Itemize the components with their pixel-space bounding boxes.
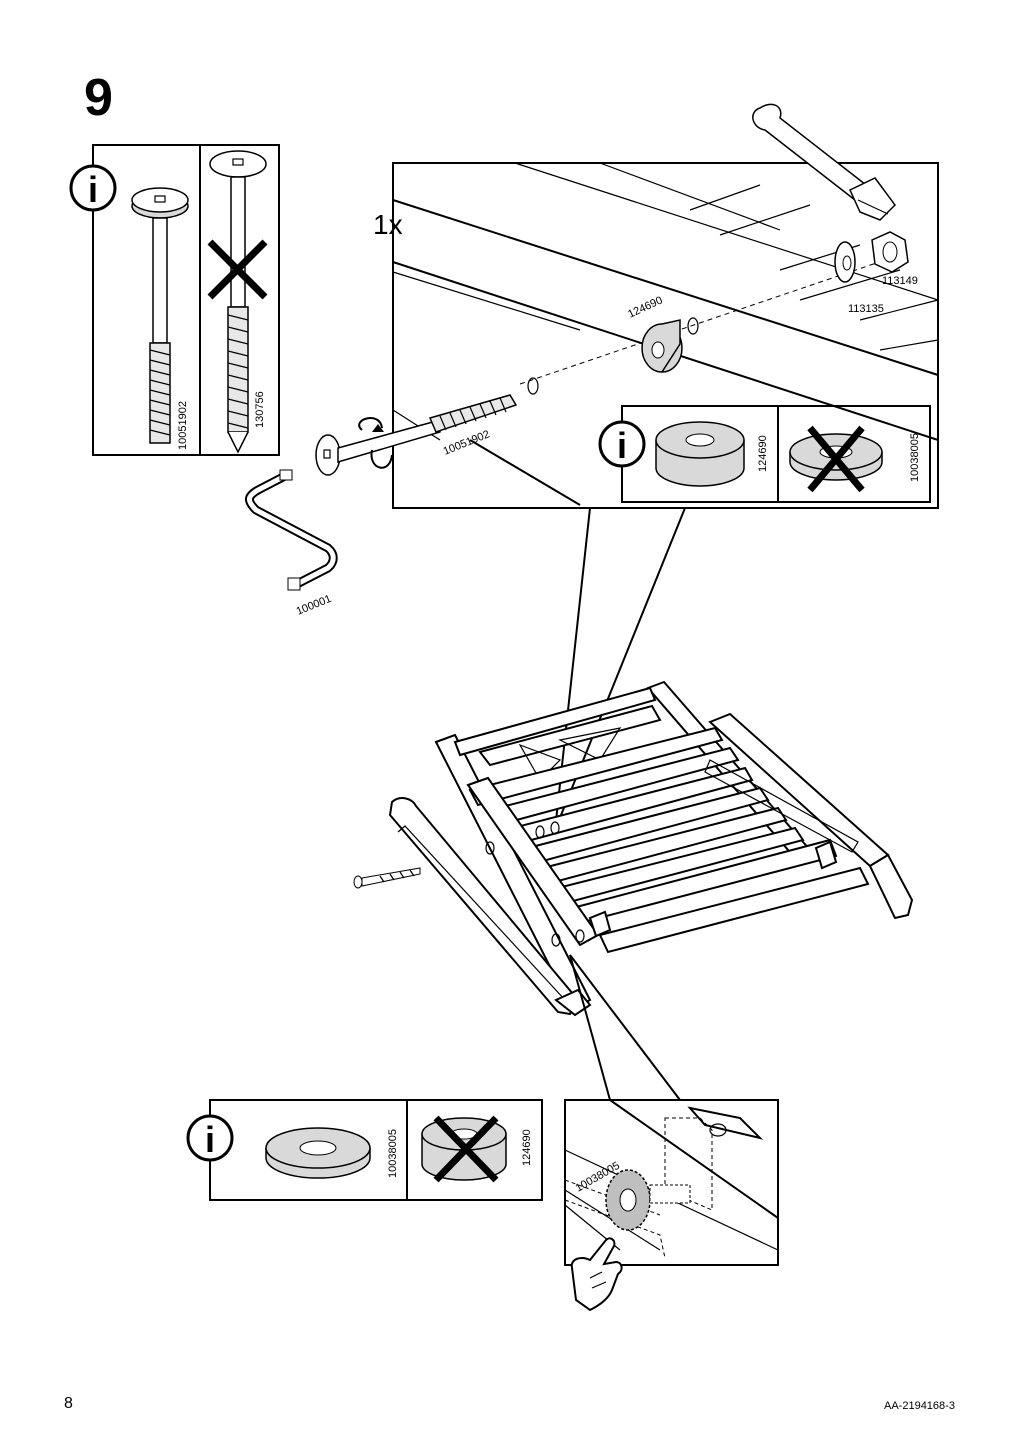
multiplier-label: 1x [373, 209, 403, 240]
nut-icon [871, 231, 909, 273]
washer-icon [834, 241, 856, 283]
washer-label: 113135 [848, 303, 884, 315]
cross-mark-icon [433, 1115, 499, 1183]
spacer-thick-icon [655, 421, 745, 487]
info-box-washer: i 10038005 124690 [0, 0, 543, 1201]
wrench-icon [752, 103, 896, 221]
pointing-hand-icon [570, 1237, 623, 1312]
detail-box-bottom: 10038005 [0, 0, 779, 1312]
washer-thin-icon [605, 1169, 651, 1231]
svg-text:i: i [205, 1119, 215, 1160]
chair-assembly-drawing [0, 0, 914, 1101]
info-box-spacer: i 124690 10038005 [0, 0, 931, 503]
washer-thin-icon [789, 433, 883, 481]
allen-key-icon [245, 469, 338, 591]
svg-text:i: i [617, 425, 627, 466]
bolt-correct-icon [131, 187, 189, 444]
cross-mark-icon [807, 425, 865, 493]
document-code: AA-2194168-3 [884, 1400, 955, 1412]
spacer-icon [641, 319, 683, 373]
bolt-wrong-label: 130756 [254, 391, 266, 428]
info-bottom-correct-label: 10038005 [387, 1129, 399, 1178]
bolt-detail-icon [315, 394, 518, 476]
bolt-correct-label: 10051902 [177, 401, 189, 450]
svg-text:i: i [88, 169, 98, 210]
info-icon: i [186, 1114, 234, 1162]
info-top-wrong-label: 10038005 [909, 433, 921, 482]
detail-box-top: 124690 113135 113149 [0, 0, 939, 831]
page-number: 8 [64, 1395, 73, 1412]
nut-label: 113149 [882, 275, 918, 287]
info-top-correct-label: 124690 [757, 435, 769, 472]
info-bottom-wrong-label: 124690 [521, 1129, 533, 1166]
cross-mark-icon [207, 239, 268, 300]
info-icon: i [69, 164, 117, 212]
info-icon: i [598, 420, 646, 468]
bolt-main-icon [353, 867, 421, 889]
step-number: 9 [84, 69, 113, 127]
bolt-info-panel: i 10051902 [0, 0, 280, 456]
washer-thin-icon [265, 1127, 371, 1179]
